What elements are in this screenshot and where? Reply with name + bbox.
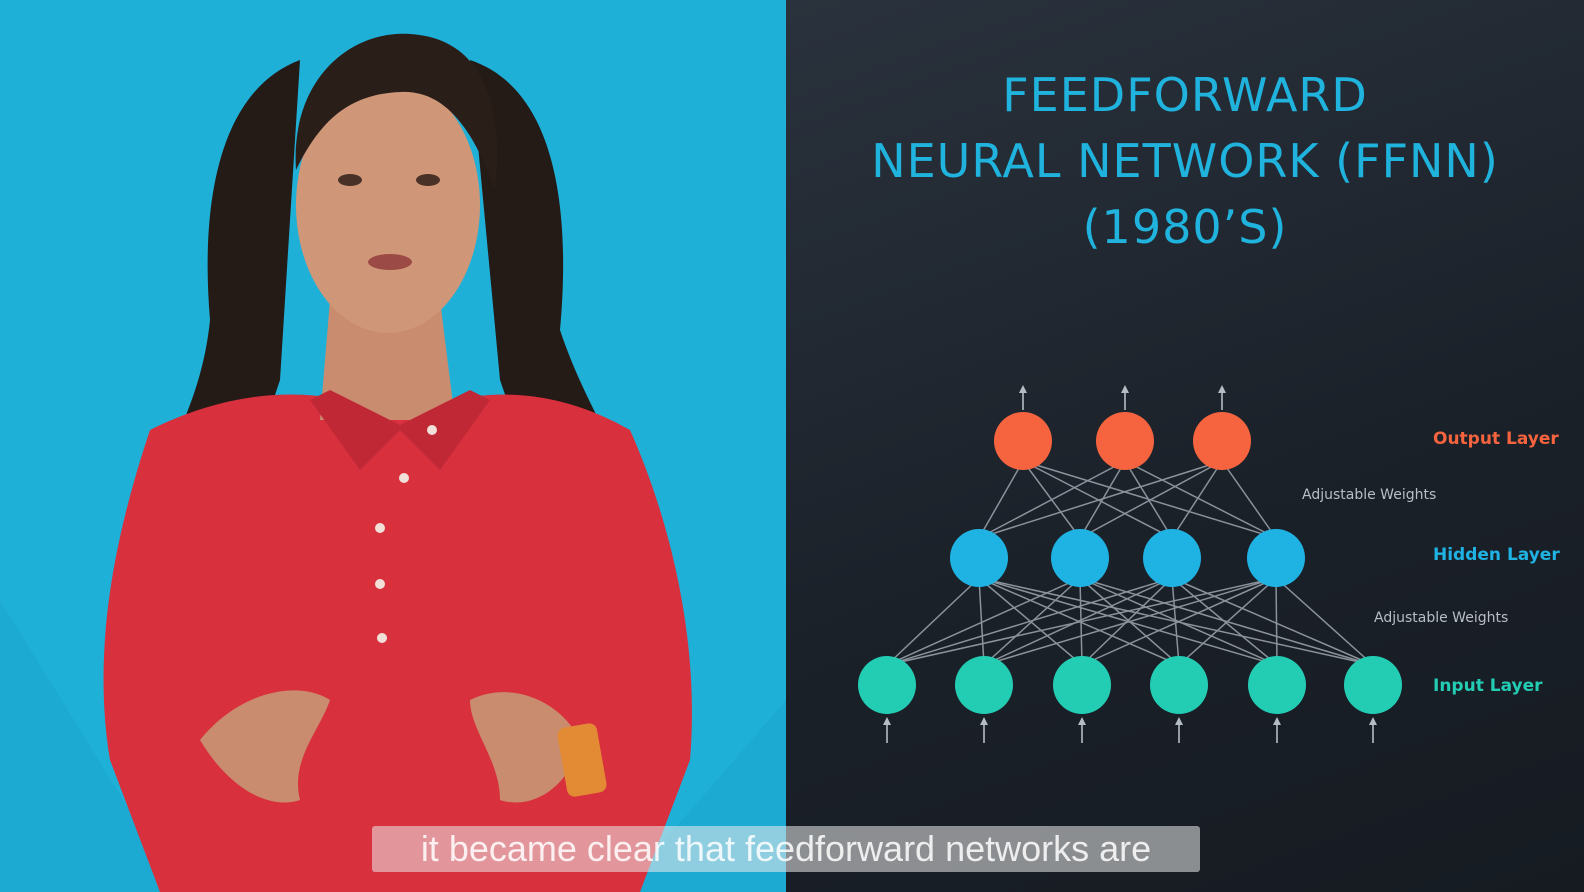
weight-edge-input-hidden — [1275, 577, 1374, 666]
weight-edge-hidden-output — [1221, 460, 1277, 539]
weight-edge-hidden-output — [1022, 460, 1173, 539]
weight-edge-input-hidden — [1081, 577, 1173, 666]
output-node — [1193, 412, 1251, 470]
weight-connections — [886, 460, 1374, 666]
hidden-node — [1051, 529, 1109, 587]
weight-edge-input-hidden — [1178, 577, 1277, 666]
weight-edge-hidden-output — [978, 460, 1223, 539]
hidden-node — [1143, 529, 1201, 587]
input-arrow-head — [1273, 717, 1281, 725]
weight-edge-input-hidden — [886, 577, 1081, 666]
output-arrow-head — [1121, 385, 1129, 393]
slide-title-line-2: NEURAL NETWORK (FFNN) — [871, 134, 1499, 188]
weight-edge-hidden-output — [1079, 460, 1223, 539]
hidden-layer-label: Hidden Layer — [1433, 545, 1560, 565]
lower-weights-label: Adjustable Weights — [1374, 610, 1508, 626]
input-node — [858, 656, 916, 714]
weight-edge-hidden-output — [978, 460, 1024, 539]
io-arrows — [883, 385, 1377, 743]
presenter-figure — [0, 33, 786, 892]
input-node — [1248, 656, 1306, 714]
input-arrow-head — [1175, 717, 1183, 725]
hidden-node — [1247, 529, 1305, 587]
input-node — [955, 656, 1013, 714]
weight-edge-input-hidden — [978, 577, 985, 666]
slide-panel: FEEDFORWARD NEURAL NETWORK (FFNN) (1980’… — [786, 0, 1584, 892]
input-node — [1344, 656, 1402, 714]
weight-edge-hidden-output — [1171, 460, 1223, 539]
input-arrow-head — [980, 717, 988, 725]
weight-edge-input-hidden — [1171, 577, 1374, 666]
output-arrow-head — [1218, 385, 1226, 393]
network-nodes — [858, 412, 1402, 714]
weight-edge-hidden-output — [978, 460, 1126, 539]
output-node — [994, 412, 1052, 470]
weight-edge-hidden-output — [1124, 460, 1277, 539]
input-arrow-head — [1369, 717, 1377, 725]
weight-edge-input-hidden — [1171, 577, 1180, 666]
input-node — [1053, 656, 1111, 714]
weight-edge-input-hidden — [983, 577, 1173, 666]
slide-title-line-3: (1980’S) — [1082, 200, 1288, 254]
presenter-video-panel — [0, 0, 786, 892]
weight-edge-hidden-output — [1124, 460, 1173, 539]
input-arrow-head — [883, 717, 891, 725]
hidden-node — [950, 529, 1008, 587]
input-node — [1150, 656, 1208, 714]
weight-edge-input-hidden — [886, 577, 1173, 666]
output-layer-label: Output Layer — [1433, 429, 1559, 449]
output-arrow-head — [1019, 385, 1027, 393]
weight-edge-input-hidden — [1171, 577, 1278, 666]
output-node — [1096, 412, 1154, 470]
weight-edge-input-hidden — [886, 577, 1277, 666]
weight-edge-input-hidden — [983, 577, 1277, 666]
neural-network-diagram: Output Layer Adjustable Weights Hidden L… — [858, 385, 1560, 743]
caption-text: it became clear that feedforward network… — [420, 828, 1152, 869]
upper-weights-label: Adjustable Weights — [1302, 487, 1436, 503]
weight-edge-input-hidden — [886, 577, 980, 666]
subtitle-caption: it became clear that feedforward network… — [372, 826, 1200, 872]
input-layer-label: Input Layer — [1433, 676, 1543, 696]
input-arrow-head — [1078, 717, 1086, 725]
weight-edge-input-hidden — [1081, 577, 1277, 666]
slide-title-line-1: FEEDFORWARD — [1002, 68, 1368, 122]
weight-edge-input-hidden — [1275, 577, 1278, 666]
